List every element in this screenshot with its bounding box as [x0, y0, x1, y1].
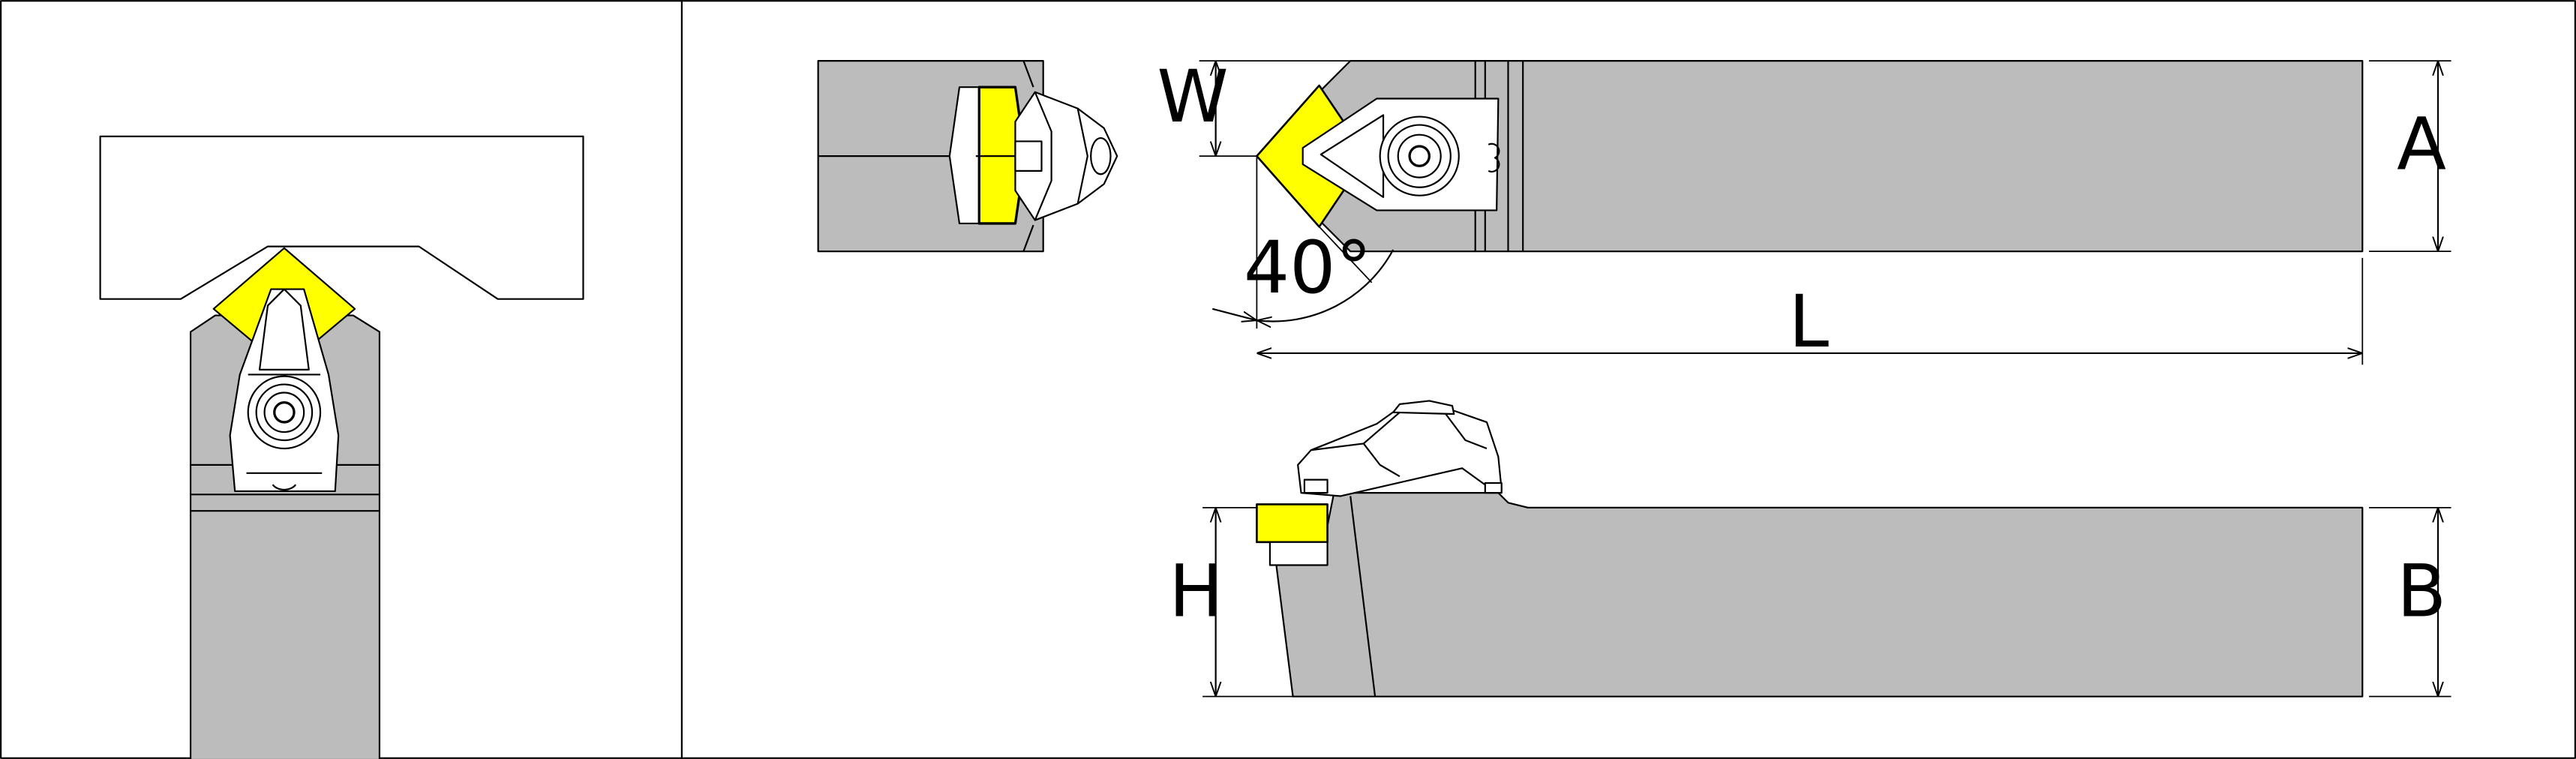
angle-label: 40° [1244, 226, 1372, 310]
side-view: H B [1169, 400, 2451, 698]
b-label: B [2397, 549, 2446, 633]
side-view-clamp [1297, 406, 1503, 497]
side-view-shank [1275, 492, 2364, 698]
end-view-clamp [1014, 91, 1118, 221]
l-label: L [1788, 280, 1829, 364]
a-label: A [2397, 103, 2446, 187]
side-view-insert [1256, 503, 1329, 544]
end-view [817, 60, 1118, 253]
application-view [99, 135, 584, 759]
angle-arc [1256, 249, 1395, 321]
workpiece [99, 135, 584, 300]
w-label: W [1157, 55, 1228, 139]
h-label: H [1169, 549, 1223, 633]
top-view: W A 40° L [1157, 55, 2451, 365]
